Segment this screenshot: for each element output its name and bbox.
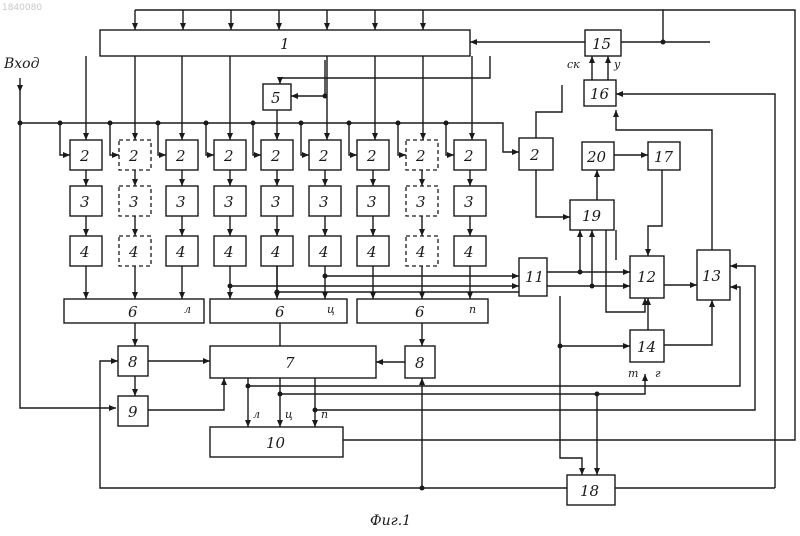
block-4-h-label: 4	[415, 243, 426, 261]
row-3: 3 3 3 3 3 3 3 3 3	[70, 186, 486, 216]
block-10-tag-center: ц	[285, 408, 293, 421]
block-6-center-label: 6	[275, 303, 285, 321]
block-18-label: 18	[580, 482, 599, 500]
block-20-label: 20	[586, 148, 607, 166]
figure-caption: Фиг.1	[370, 513, 411, 529]
block-8-left-label: 8	[128, 353, 138, 371]
block-2-sync-label: 2	[529, 146, 540, 164]
block-2-g-label: 2	[366, 147, 377, 165]
block-10-label: 10	[266, 434, 286, 452]
document-number: 1840080	[2, 3, 42, 13]
input-bus-taps	[58, 121, 455, 156]
block-4-d-label: 4	[223, 243, 234, 261]
block-15-tag-u: у	[613, 58, 621, 71]
row-4: 4 4 4 4 4 4 4 4 4	[70, 236, 486, 266]
block-2-h-label: 2	[415, 147, 426, 165]
block-10-tag-left: л	[253, 408, 260, 421]
block-12-label: 12	[637, 268, 656, 286]
input-label: Вход	[3, 56, 40, 72]
block-1-label: 1	[280, 35, 290, 53]
block-2-d-label: 2	[223, 147, 234, 165]
block-7-label: 7	[285, 354, 295, 372]
block-15-label: 15	[592, 35, 611, 53]
block-3-g-label: 3	[367, 193, 377, 211]
block-11-label: 11	[525, 268, 544, 286]
links-2-3	[86, 170, 470, 186]
block-3-e-label: 3	[271, 193, 281, 211]
block-4-a-label: 4	[79, 243, 90, 261]
block-15-tag-sk: ск	[567, 58, 580, 71]
block-6-left-label: 6	[128, 303, 138, 321]
block-4-b-label: 4	[128, 243, 139, 261]
block-3-f-label: 3	[319, 193, 329, 211]
block-14-tag-t: т	[628, 367, 638, 380]
block-4-f-label: 4	[318, 243, 329, 261]
block-4-c-label: 4	[175, 243, 186, 261]
block-2-c-label: 2	[175, 147, 186, 165]
block-14-tag-g: г	[655, 367, 661, 380]
block-2-f-label: 2	[318, 147, 329, 165]
block-6-right-tag: п	[469, 303, 476, 316]
block-14-label: 14	[637, 338, 656, 356]
block-4-i-label: 4	[463, 243, 474, 261]
block-19-label: 19	[582, 207, 602, 225]
block-2-b-label: 2	[128, 147, 139, 165]
block-13-label: 13	[702, 267, 721, 285]
block-6-center-tag: ц	[327, 303, 335, 316]
block-5-label: 5	[271, 89, 281, 107]
block-3-a-label: 3	[80, 193, 90, 211]
block-3-c-label: 3	[176, 193, 186, 211]
block-16-label: 16	[590, 85, 610, 103]
block-17-label: 17	[654, 148, 674, 166]
block-2-i-label: 2	[463, 147, 474, 165]
block-4-g-label: 4	[366, 243, 377, 261]
block-3-d-label: 3	[224, 193, 234, 211]
block-6-left-tag: л	[184, 303, 191, 316]
block-3-i-label: 3	[464, 193, 474, 211]
block-4-e-label: 4	[270, 243, 281, 261]
block-8-right-label: 8	[415, 354, 425, 372]
block-6-right-label: 6	[415, 303, 425, 321]
block-2-a-label: 2	[79, 147, 90, 165]
block-2-e-label: 2	[270, 147, 281, 165]
block-9-label: 9	[128, 403, 138, 421]
row-2: 2 2 2 2 2 2 2 2 2 2	[70, 138, 553, 170]
block-3-h-label: 3	[416, 193, 426, 211]
block-3-b-label: 3	[129, 193, 139, 211]
links-3-4	[86, 216, 470, 236]
